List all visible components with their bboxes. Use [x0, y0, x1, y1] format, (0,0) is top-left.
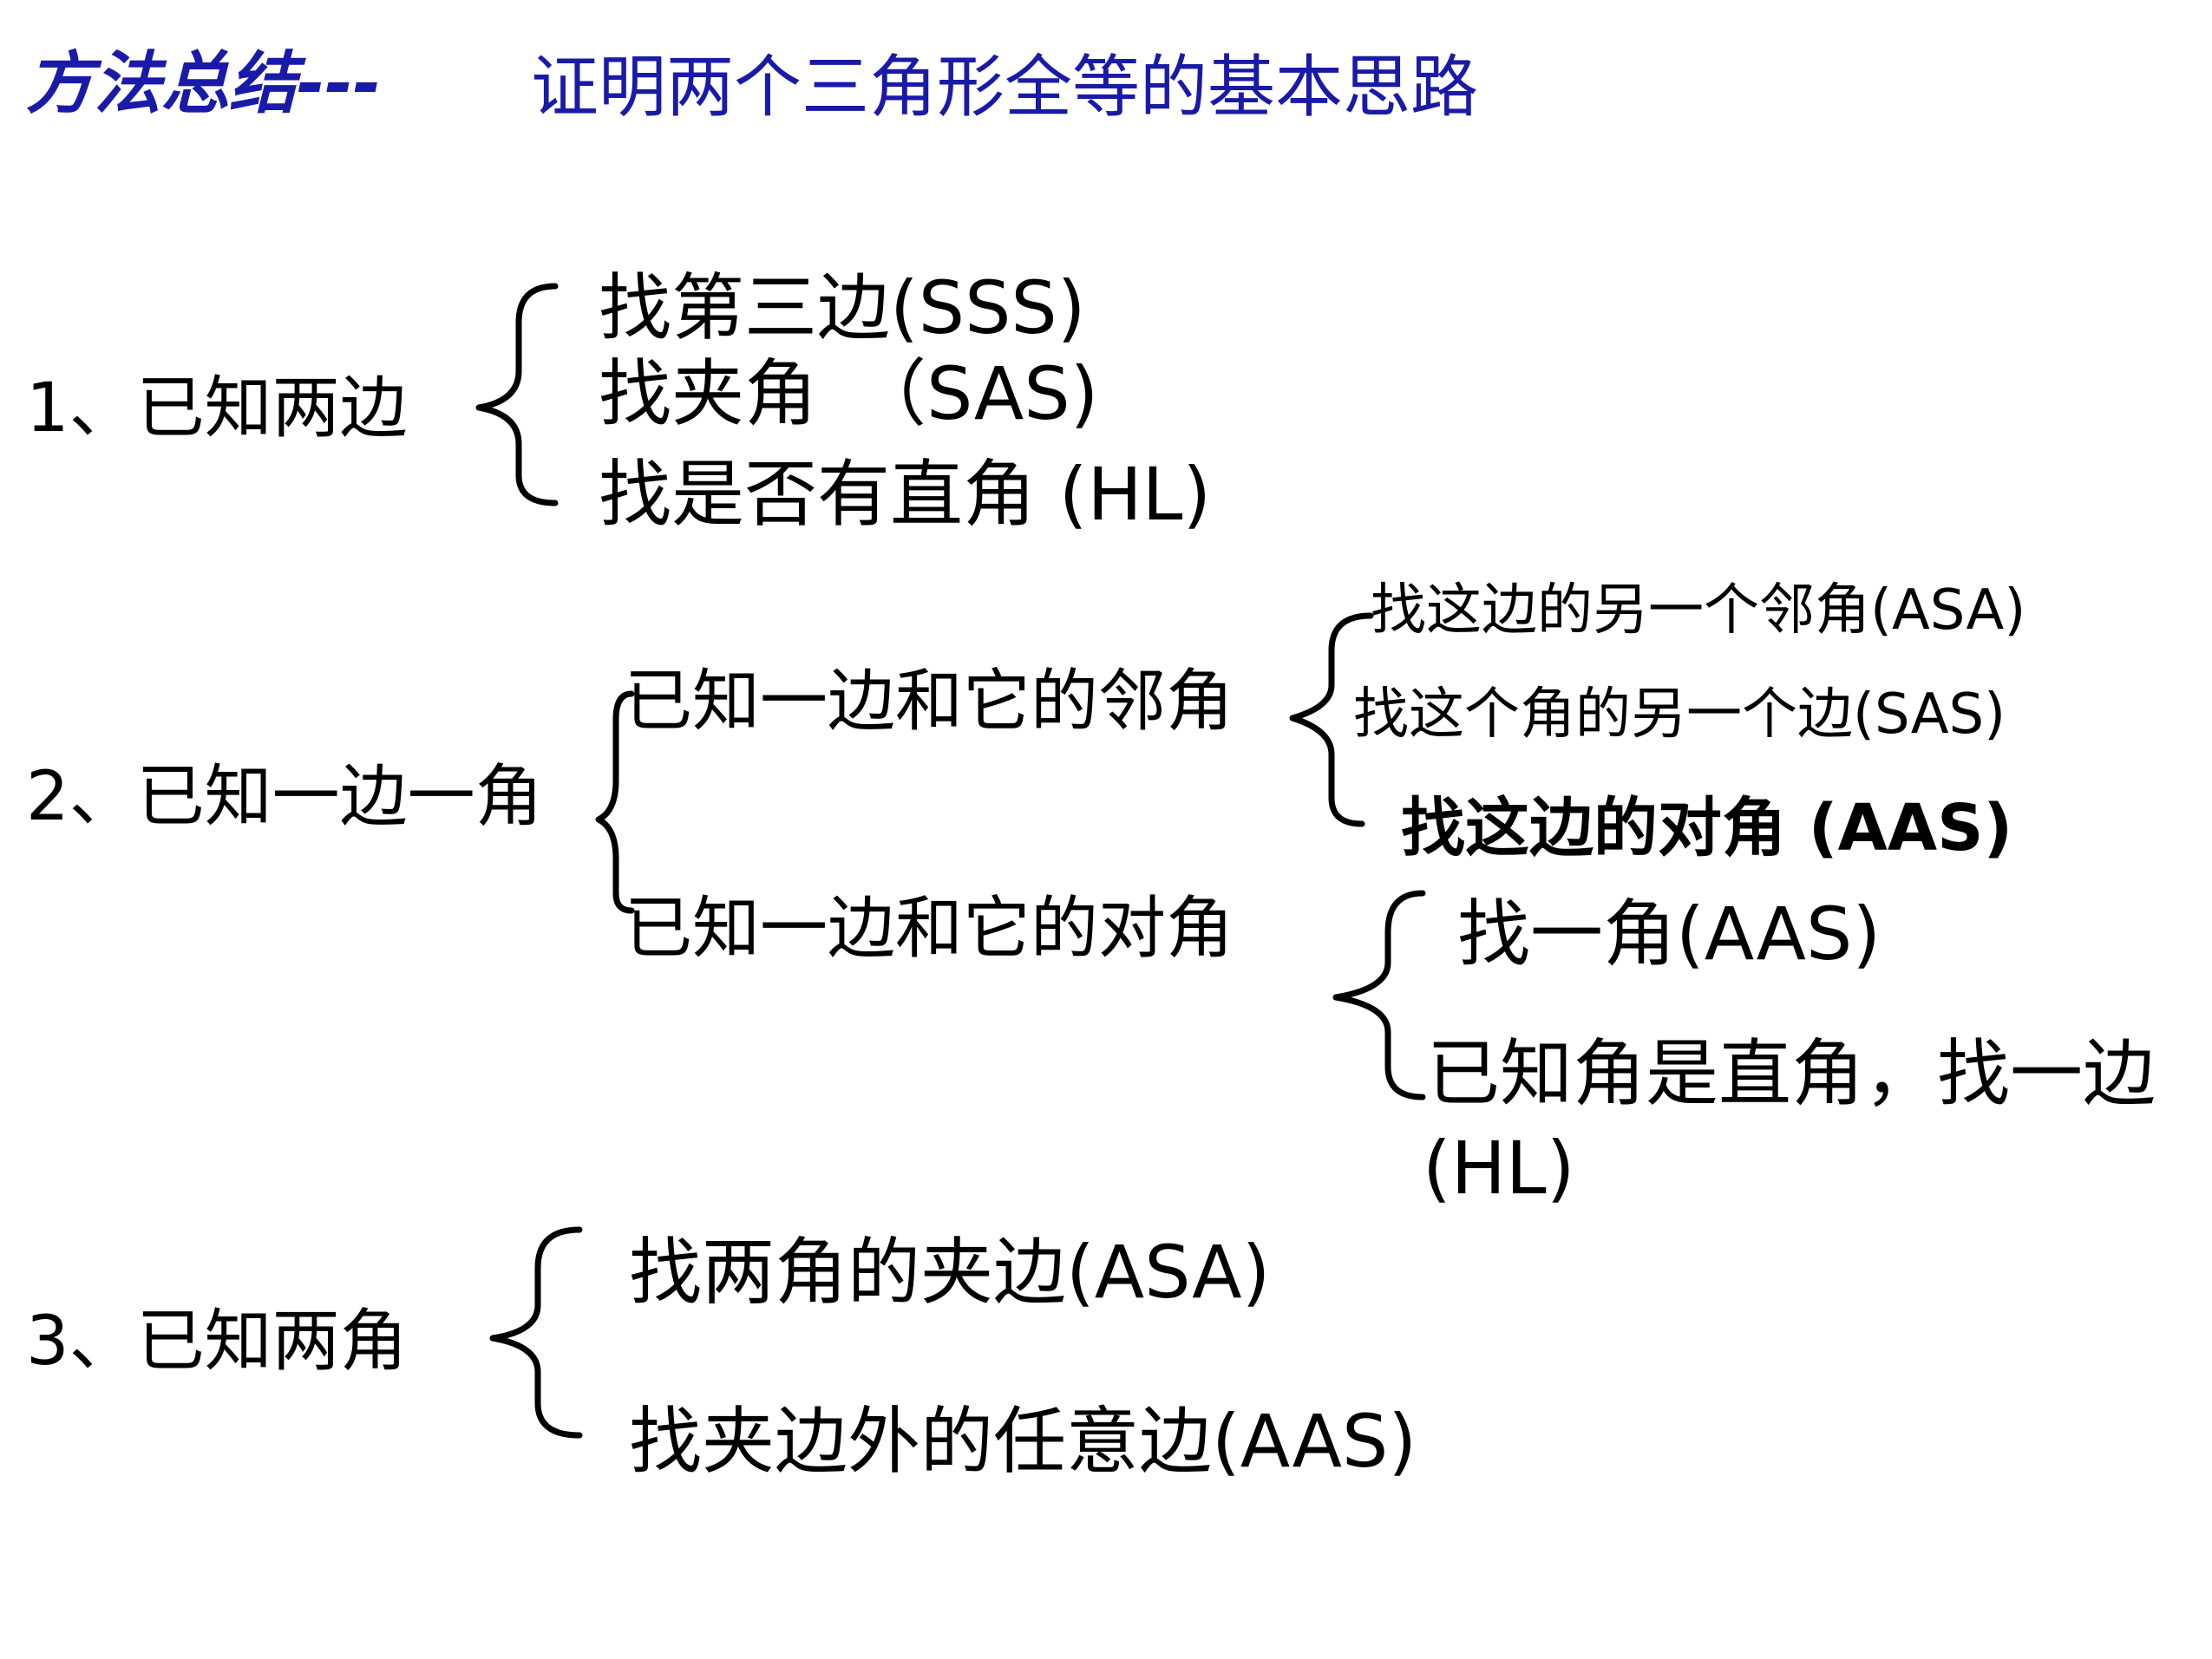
brace-case2-sub2 [1332, 890, 1426, 1101]
case3-item-asa: 找两角的夹边(ASA) [629, 1230, 1271, 1315]
case2-sub2-item-right-angle: 已知角是直角，找一边 [1427, 1031, 2156, 1116]
case1-item-sas: 找夹角 （SAS) [599, 351, 1099, 436]
case2-label: 2、已知一边一角 [26, 758, 543, 836]
brace-case3 [489, 1226, 583, 1439]
case3-label: 3、已知两角 [26, 1303, 408, 1381]
brace-case2-sub1 [1289, 612, 1374, 827]
case3-item-aas: 找夹边外的任意边(AAS) [629, 1399, 1417, 1484]
case2-sub1-item-aas: 找这边的对角 (AAS) [1401, 791, 2013, 865]
brace-case2 [595, 690, 635, 914]
case2-sub2-label: 已知一边和它的对角 [625, 890, 1234, 968]
case2-sub1-label: 已知一边和它的邻角 [625, 663, 1234, 741]
case2-sub1-item-asa: 找这边的另一个邻角(ASA) [1371, 578, 2026, 643]
case2-sub2-item-hl: (HL) [1423, 1126, 1575, 1211]
case1-item-sss: 找第三边(SSS) [599, 265, 1086, 350]
case2-sub2-item-aas: 找一角(AAS) [1457, 892, 1882, 976]
case2-sub1-item-sas: 找这个角的另一个边(SAS) [1353, 683, 2006, 747]
title-prefix: 方法总结--- [26, 45, 382, 123]
brace-case1 [475, 283, 559, 506]
case1-label: 1、已知两边 [26, 369, 408, 447]
case1-item-hl: 找是否有直角 (HL) [599, 452, 1212, 537]
title-main: 证明两个三角形全等的基本思路 [531, 49, 1479, 127]
